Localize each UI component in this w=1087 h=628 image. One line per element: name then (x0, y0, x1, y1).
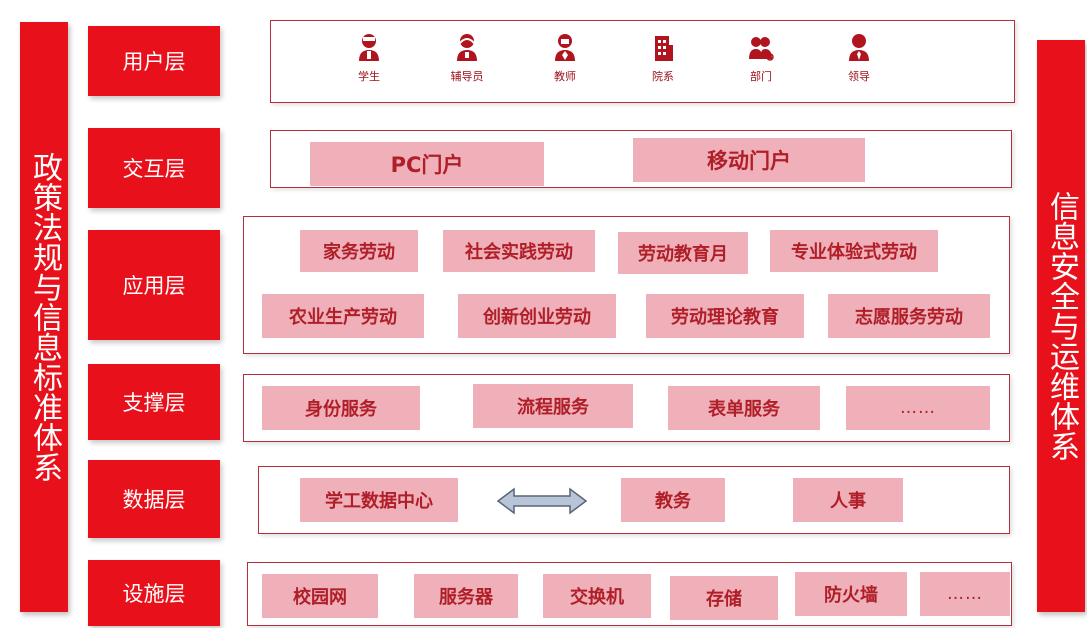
layer-label-user: 用户层 (88, 26, 220, 96)
infra-item: 存储 (670, 576, 778, 620)
infra-item: 交换机 (543, 574, 651, 618)
user-label: 领导 (848, 70, 870, 83)
app-item: 农业生产劳动 (262, 294, 424, 338)
app-item: 劳动教育月 (618, 232, 748, 274)
support-item: 流程服务 (473, 384, 633, 428)
infra-item-more: …… (920, 572, 1010, 616)
student-icon (359, 34, 379, 61)
app-item: 创新创业劳动 (458, 294, 616, 338)
user-label: 院系 (652, 70, 674, 83)
user-counselor: 辅导员 (437, 33, 497, 84)
layer-label-application: 应用层 (88, 230, 220, 340)
user-label: 教师 (554, 70, 576, 83)
app-item: 家务劳动 (300, 230, 418, 272)
app-item: 志愿服务劳动 (828, 294, 990, 338)
data-item: 学工数据中心 (300, 478, 458, 522)
counselor-icon (457, 34, 477, 61)
right-security-bar: 信息安全与运维体系 (1037, 40, 1085, 612)
support-item: 身份服务 (262, 386, 420, 430)
user-label: 学生 (358, 70, 380, 83)
app-item: 劳动理论教育 (646, 294, 804, 338)
data-item: 教务 (621, 478, 725, 522)
user-label: 辅导员 (450, 70, 484, 83)
group-icon (749, 37, 774, 61)
user-layer-frame: 学生 辅导员 教师 (270, 20, 1015, 103)
app-item: 专业体验式劳动 (770, 230, 938, 272)
app-item: 社会实践劳动 (443, 230, 595, 272)
user-section: 部门 (731, 33, 791, 84)
infra-item: 防火墙 (795, 572, 907, 616)
leader-icon (849, 34, 869, 61)
layer-label-data: 数据层 (88, 460, 220, 538)
layer-label-support: 支撑层 (88, 364, 220, 440)
user-teacher: 教师 (535, 33, 595, 84)
layer-label-infrastructure: 设施层 (88, 560, 220, 626)
user-department: 院系 (633, 33, 693, 84)
layer-label-interaction: 交互层 (88, 128, 220, 208)
infra-item: 服务器 (414, 574, 518, 618)
support-item: 表单服务 (668, 386, 820, 430)
teacher-icon (555, 34, 575, 61)
user-student: 学生 (339, 33, 399, 84)
user-label: 部门 (750, 70, 772, 83)
infra-item: 校园网 (262, 574, 378, 618)
support-item-more: …… (846, 386, 990, 430)
left-standards-bar: 政策法规与信息标准体系 (20, 22, 68, 612)
pc-portal-box: PC门户 (310, 142, 544, 186)
data-item: 人事 (793, 478, 903, 522)
double-arrow-icon (496, 487, 588, 515)
right-bar-label: 信息安全与运维体系 (1044, 191, 1079, 461)
building-icon (655, 36, 673, 61)
left-bar-label: 政策法规与信息标准体系 (27, 152, 62, 482)
user-leader: 领导 (829, 33, 889, 84)
mobile-portal-box: 移动门户 (633, 138, 865, 182)
